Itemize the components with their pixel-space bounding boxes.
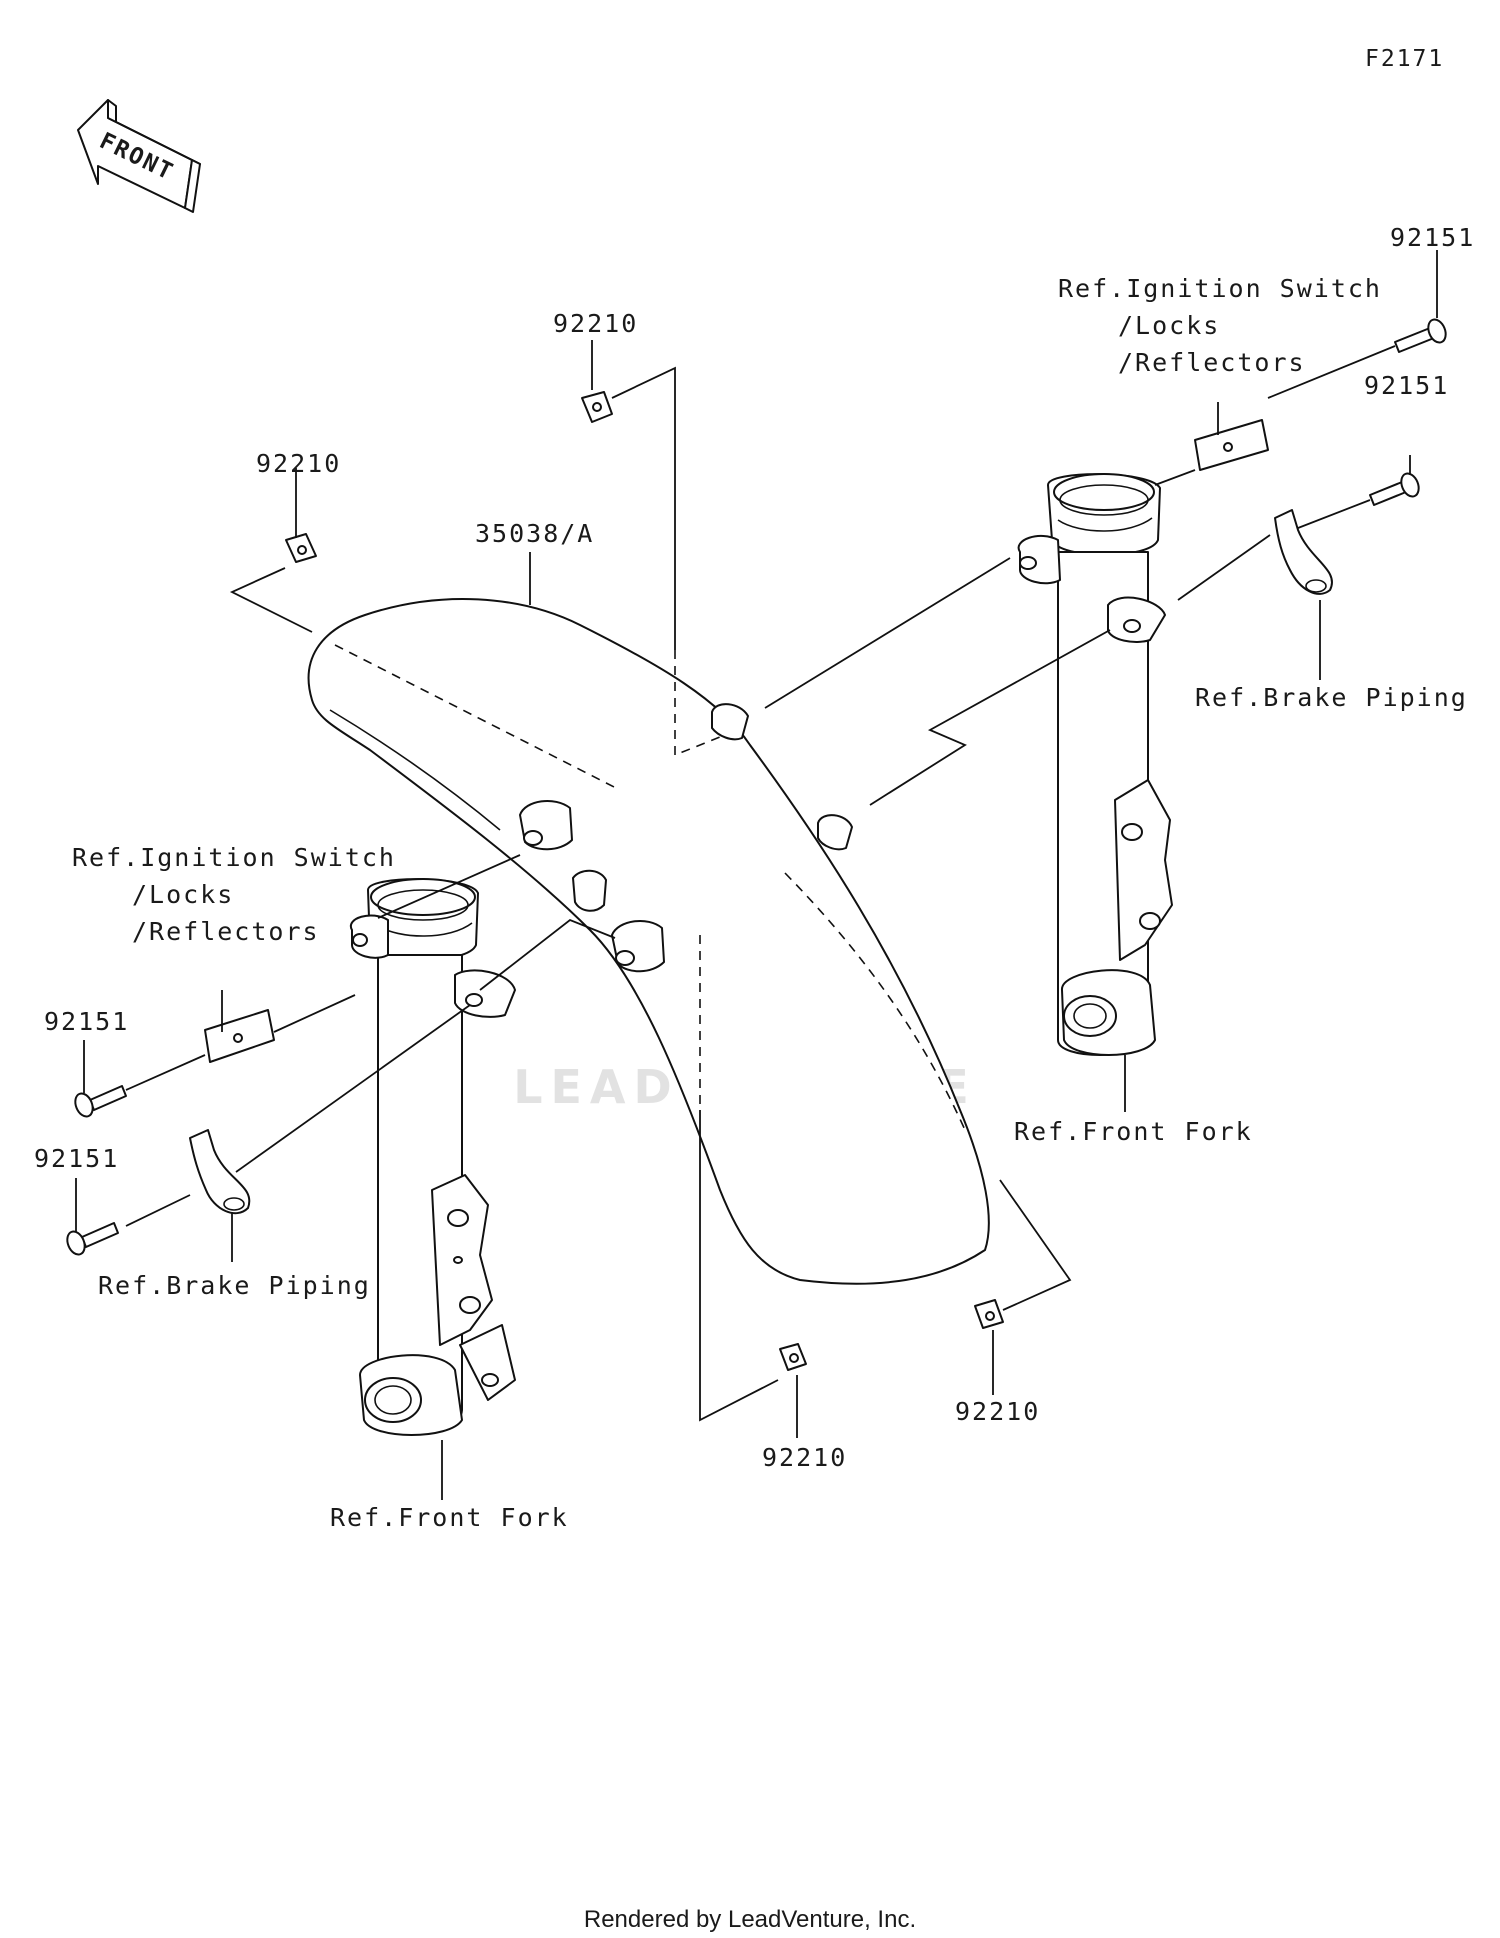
ref-ignition-right-line-2: /Locks [1118,311,1220,340]
ref-ignition-left-line-2: /Locks [132,880,234,909]
bolt-left-bottom [66,1222,119,1256]
leader-lines [75,250,1438,1500]
label-bolt-right-mid: 92151 [1364,371,1449,400]
figure-code: F2171 [1365,46,1444,72]
label-bolt-left-top: 92151 [44,1007,129,1036]
bolt-right-top [1394,318,1447,353]
front-fender [307,597,990,1285]
clip-nut-top-left [285,533,317,563]
ref-ignition-left-line-1: Ref.Ignition Switch [72,843,396,872]
label-ref-fork-left: Ref.Front Fork [330,1503,569,1532]
reflector-bracket-left [204,1009,275,1063]
label-nut-bottom-right: 92210 [955,1397,1040,1426]
label-ref-brake-right: Ref.Brake Piping [1195,683,1468,712]
right-fork-tube [1017,473,1173,1056]
clip-nut-bottom-center [779,1343,807,1371]
bolt-right-mid [1369,472,1420,506]
brake-clamp-right [1274,509,1333,595]
footer-credit: Rendered by LeadVenture, Inc. [583,1906,917,1933]
brake-clamp-left [189,1129,251,1215]
label-nut-bottom-center: 92210 [762,1443,847,1472]
label-ref-ignition-right: Ref.Ignition Switch /Locks /Reflectors [1058,274,1382,377]
label-nut-top-left: 92210 [256,449,341,478]
left-fork-tube [349,878,516,1436]
label-ref-ignition-left: Ref.Ignition Switch /Locks /Reflectors [72,843,396,946]
ref-ignition-left-line-3: /Reflectors [132,917,320,946]
fender-part-number: 35038/A [475,519,594,548]
ref-ignition-right-line-1: Ref.Ignition Switch [1058,274,1382,303]
ref-ignition-right-line-3: /Reflectors [1118,348,1306,377]
reflector-bracket-right [1194,419,1269,471]
clip-nut-top-center [581,391,613,423]
label-nut-top-center: 92210 [553,309,638,338]
label-bolt-right-top: 92151 [1390,223,1475,252]
label-bolt-left-bottom: 92151 [34,1144,119,1173]
label-ref-fork-right: Ref.Front Fork [1014,1117,1253,1146]
clip-nut-bottom-right [974,1299,1004,1329]
label-ref-brake-left: Ref.Brake Piping [98,1271,371,1300]
front-arrow-icon: FRONT [77,99,201,213]
bolt-left-top [74,1085,127,1118]
